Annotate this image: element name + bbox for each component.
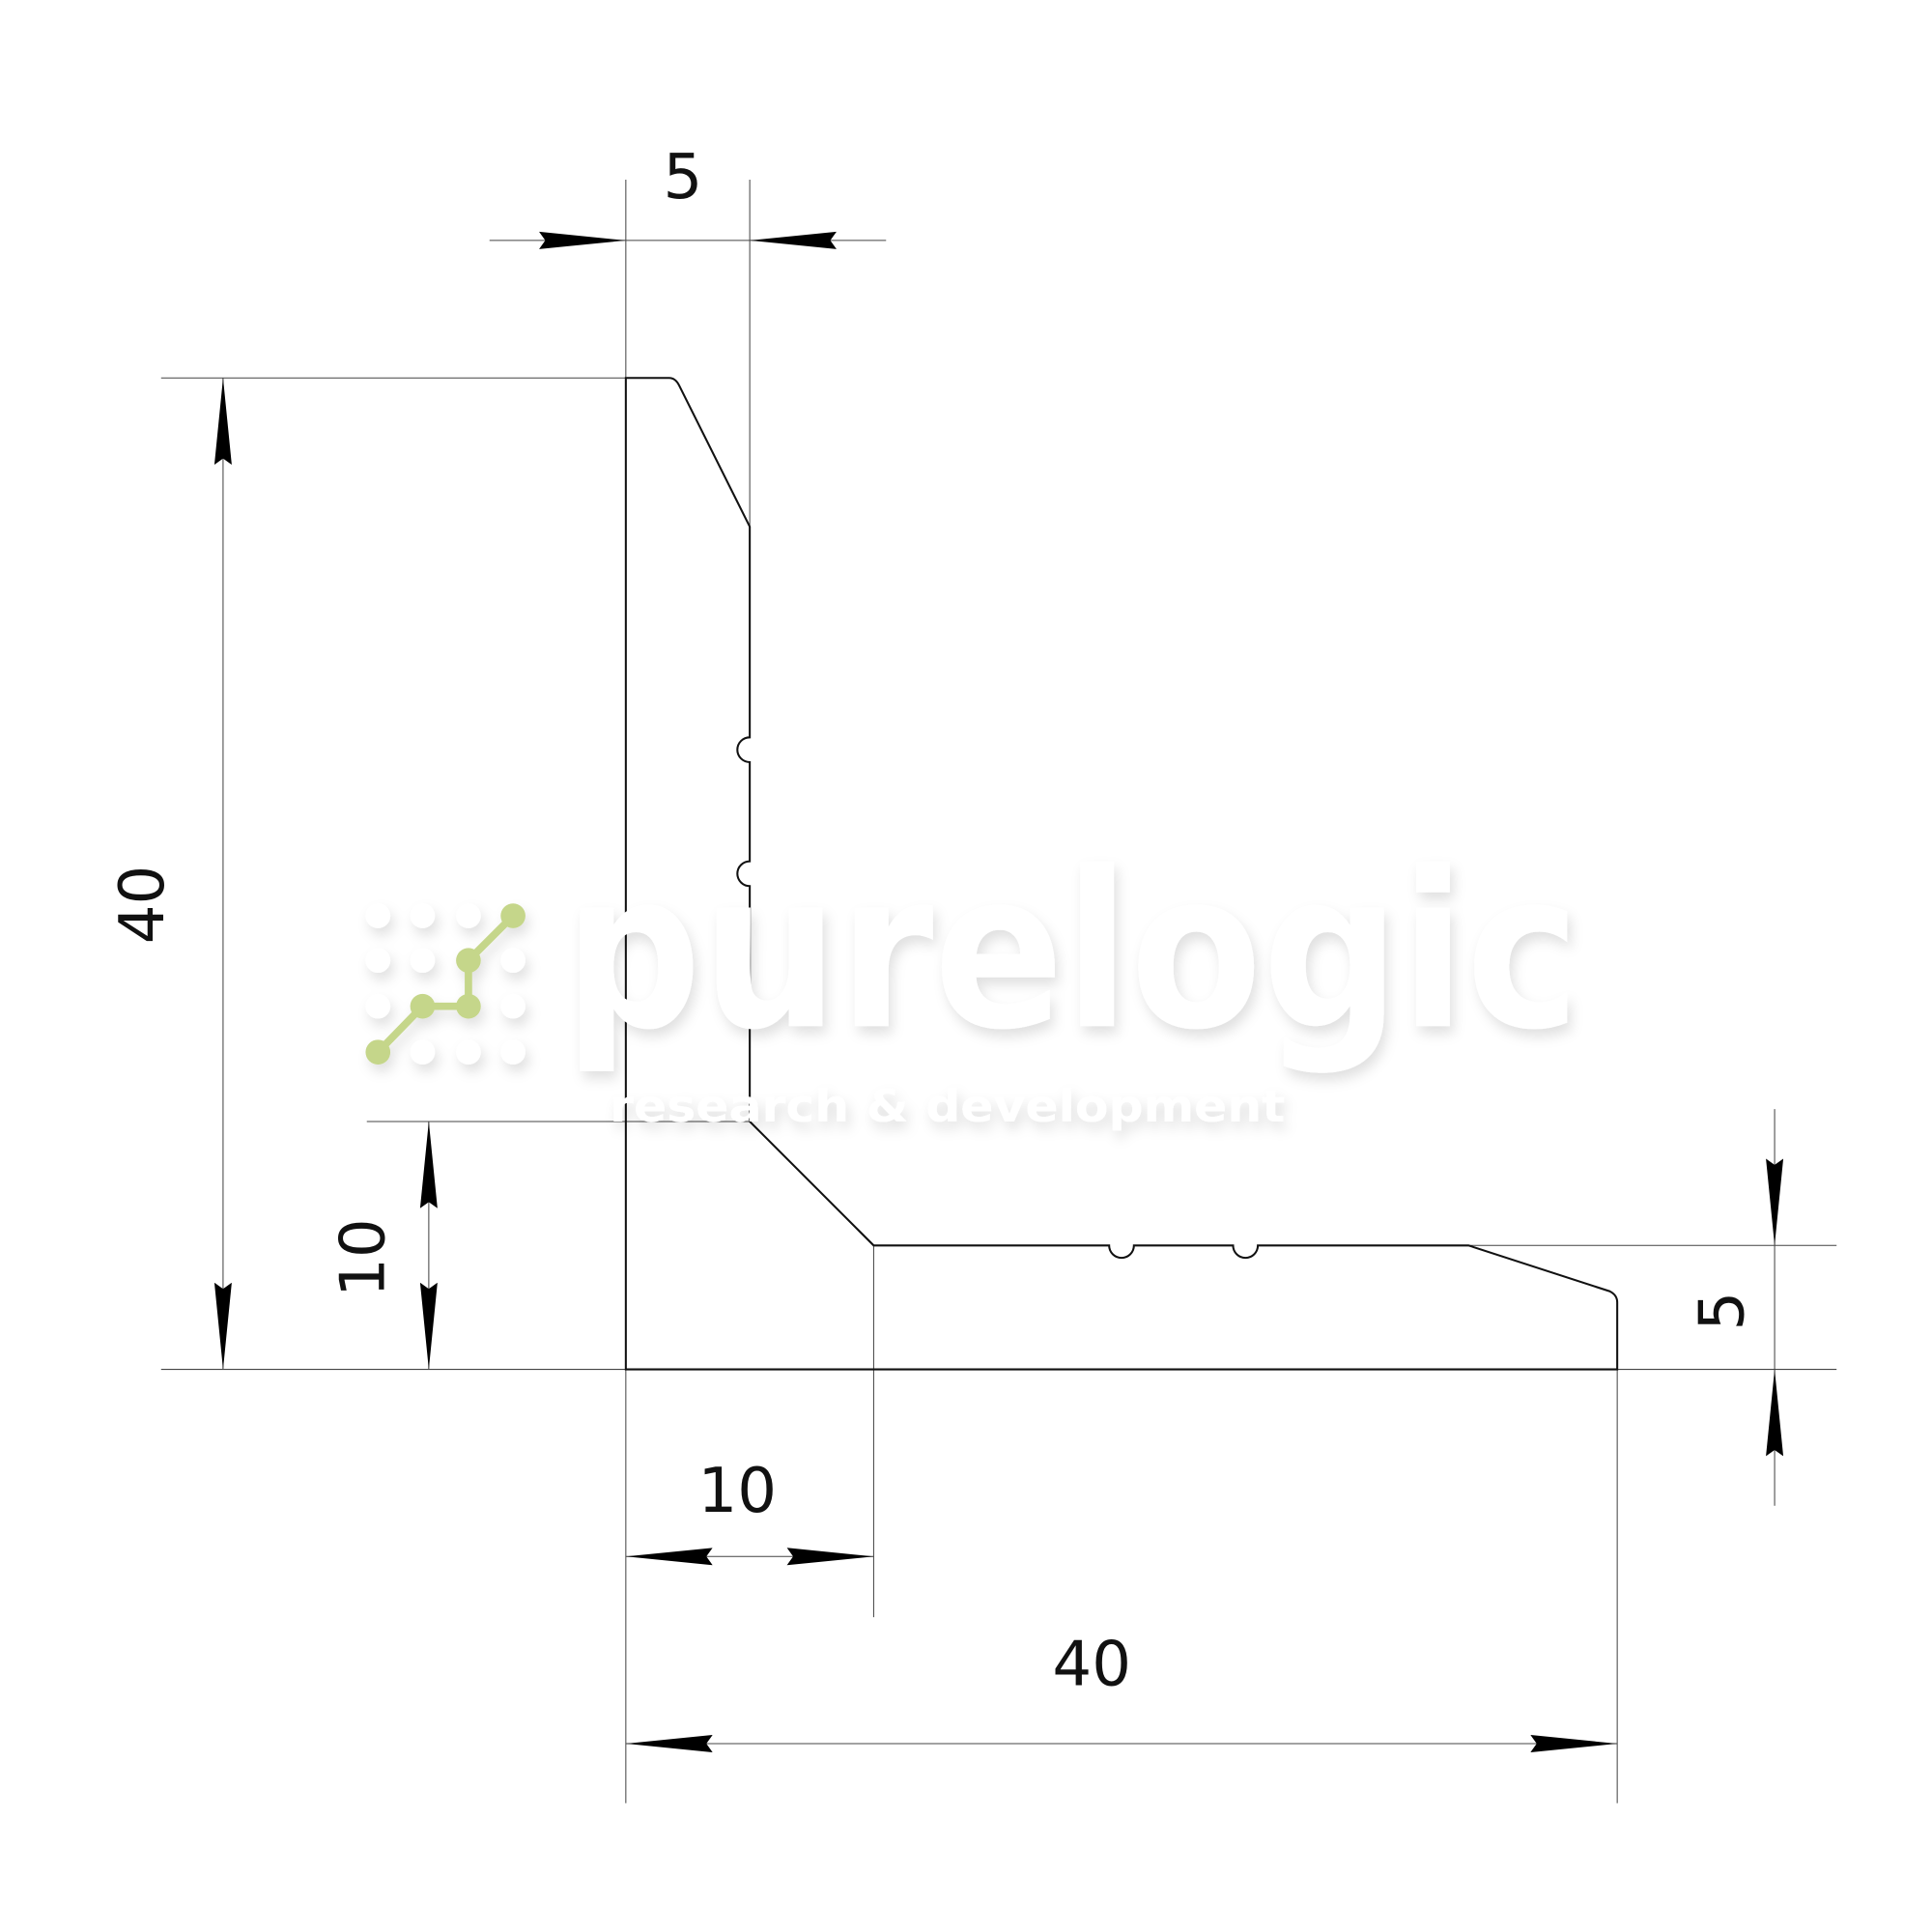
dim-text-flange-thickness: 5	[1687, 1292, 1759, 1331]
angle-profile-outline	[624, 377, 1619, 1371]
dim-text-web-thickness: 5	[663, 141, 702, 213]
purelogic-logo-icon	[365, 903, 526, 1065]
watermark-brand: purelogic	[564, 825, 1580, 1077]
dim-text-width: 40	[1052, 1628, 1131, 1700]
dim-text-inner-horizontal: 10	[698, 1455, 778, 1527]
watermark-tagline: research & development	[610, 1080, 1285, 1132]
dim-text-inner-vertical: 10	[327, 1218, 399, 1297]
dim-text-height: 40	[106, 866, 179, 945]
purelogic-watermark: purelogic research & development	[365, 825, 1580, 1132]
